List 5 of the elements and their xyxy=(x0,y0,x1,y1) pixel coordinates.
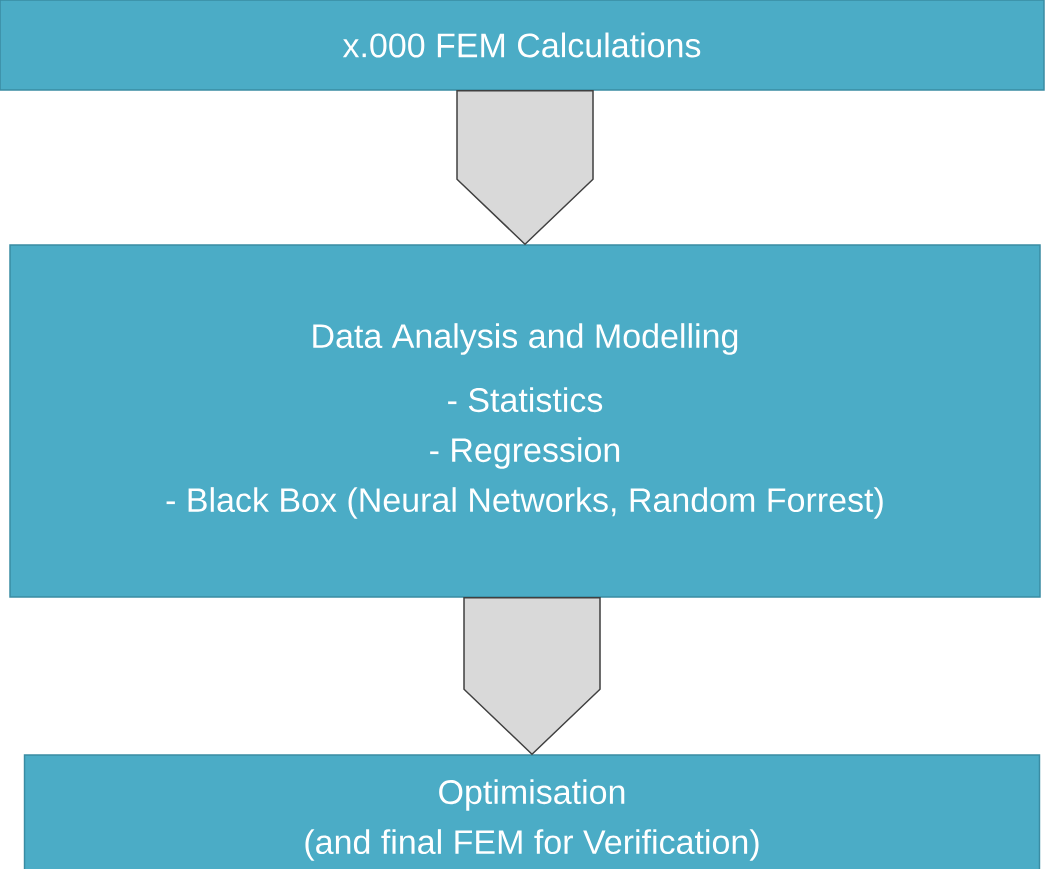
block-arrow xyxy=(463,597,601,756)
process-box: x.000 FEM Calculations xyxy=(0,0,1045,91)
process-box: Optimisation (and final FEM for Verification) xyxy=(23,754,1041,869)
process-box: Data Analysis and Modelling - Statistics - Regression - Black Box (Neural Networks, Random Forrest) xyxy=(9,244,1041,598)
block-arrow xyxy=(456,90,594,246)
